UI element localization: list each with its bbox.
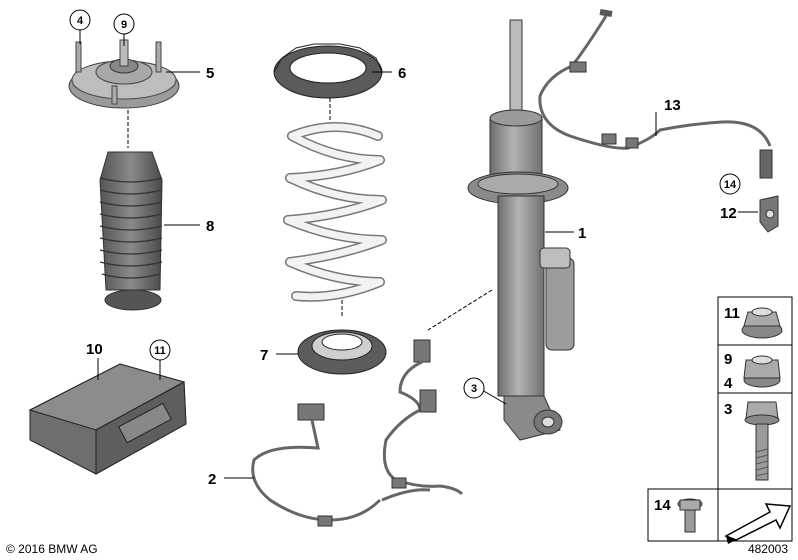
circled-label-4: 4 [69, 9, 91, 31]
svg-text:4: 4 [77, 15, 84, 27]
top-mount [68, 39, 180, 109]
sensor-cable-2 [251, 403, 382, 527]
protective-boot [99, 151, 163, 311]
spring-pad-lower [297, 329, 387, 375]
panel-label-9: 9 [724, 351, 732, 368]
svg-text:11: 11 [154, 345, 166, 357]
label-part-7: 7 [260, 347, 268, 364]
spring-seat-upper [273, 43, 383, 99]
panel-label-3: 3 [724, 401, 732, 418]
label-part-2: 2 [208, 471, 216, 488]
sensor-cable-rear [381, 339, 464, 502]
panel-label-4: 4 [724, 375, 733, 392]
circled-label-3: 3 [463, 377, 485, 399]
flange-nut-icon [741, 307, 783, 339]
shock-absorber [467, 19, 575, 441]
direction-arrow-icon [724, 503, 792, 544]
control-unit [28, 363, 187, 475]
label-part-6: 6 [398, 65, 406, 82]
hex-nut-icon [743, 355, 781, 388]
panel-label-14: 14 [654, 497, 671, 514]
label-part-8: 8 [206, 218, 214, 235]
svg-text:9: 9 [121, 19, 127, 31]
circled-label-9: 9 [113, 13, 135, 35]
sensor-cable-13 [538, 9, 773, 179]
copyright-text: © 2016 BMW AG [6, 542, 98, 556]
svg-text:14: 14 [724, 179, 737, 191]
label-part-5: 5 [206, 65, 214, 82]
label-part-1: 1 [578, 225, 586, 242]
circled-label-14: 14 [719, 173, 741, 195]
sensor-12 [759, 195, 779, 233]
panel-label-11: 11 [724, 305, 740, 322]
drawing-number: 482003 [747, 542, 788, 556]
label-part-10: 10 [86, 341, 103, 358]
svg-text:3: 3 [471, 383, 477, 395]
label-part-12: 12 [720, 205, 737, 222]
hardware-panel: 11 9 4 3 14 [647, 296, 793, 544]
label-part-13: 13 [664, 97, 681, 114]
screw-icon [677, 498, 703, 533]
hex-bolt-icon [744, 401, 780, 481]
circled-label-11: 11 [149, 339, 171, 361]
